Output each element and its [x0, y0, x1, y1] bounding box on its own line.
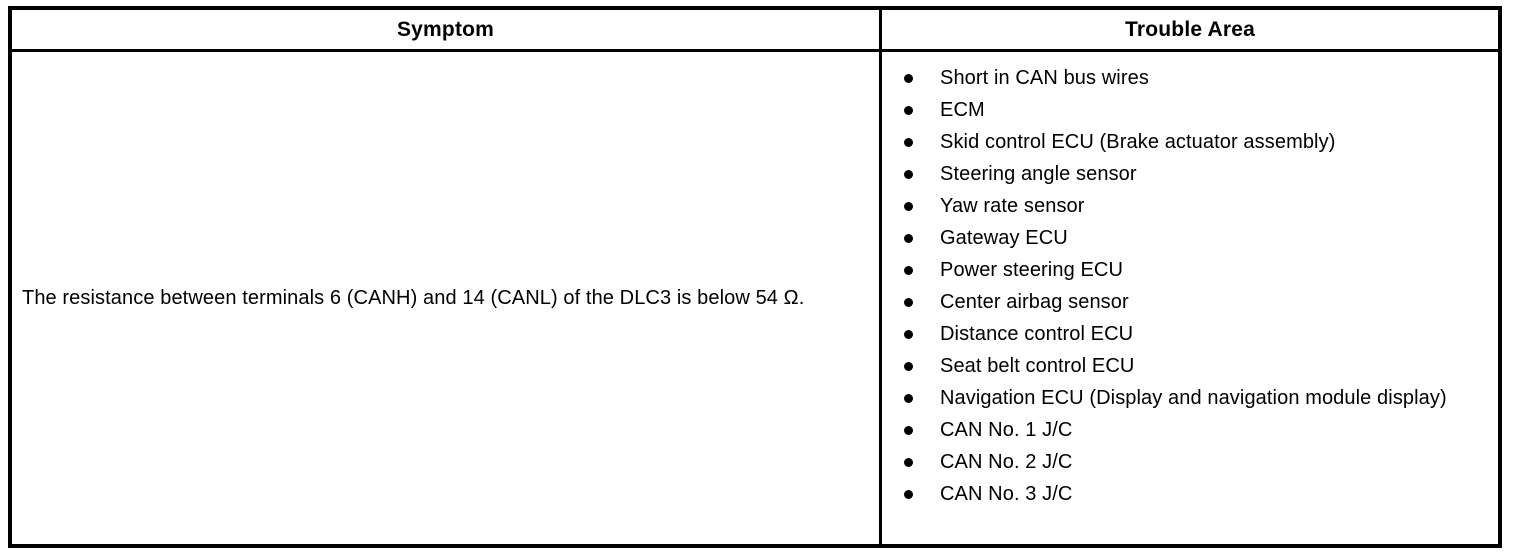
list-item-label: Distance control ECU — [940, 323, 1134, 345]
bullet-icon — [904, 170, 913, 179]
column-header-symptom: Symptom — [12, 10, 882, 49]
symptom-trouble-table: Symptom Trouble Area The resistance betw… — [8, 6, 1502, 548]
bullet-icon — [904, 394, 913, 403]
list-item: CAN No. 1 J/C — [897, 414, 1490, 446]
list-item-label: CAN No. 3 J/C — [940, 483, 1073, 505]
list-item: Yaw rate sensor — [897, 190, 1490, 222]
bullet-icon — [904, 202, 913, 211]
list-item: Short in CAN bus wires — [897, 62, 1490, 94]
bullet-icon — [904, 362, 913, 371]
bullet-icon — [904, 74, 913, 83]
list-item-label: Skid control ECU (Brake actuator assembl… — [940, 131, 1336, 153]
list-item: Power steering ECU — [897, 254, 1490, 286]
bullet-icon — [904, 266, 913, 275]
symptom-description: The resistance between terminals 6 (CANH… — [22, 286, 805, 309]
list-item: Distance control ECU — [897, 318, 1490, 350]
bullet-icon — [904, 298, 913, 307]
list-item: Gateway ECU — [897, 222, 1490, 254]
bullet-icon — [904, 490, 913, 499]
list-item-label: ECM — [940, 99, 985, 121]
list-item-label: Center airbag sensor — [940, 291, 1129, 313]
cell-trouble-area: Short in CAN bus wires ECM Skid control … — [882, 52, 1498, 544]
list-item-label: Power steering ECU — [940, 259, 1123, 281]
list-item: Seat belt control ECU — [897, 350, 1490, 382]
list-item: Navigation ECU (Display and navigation m… — [897, 382, 1490, 414]
bullet-icon — [904, 234, 913, 243]
list-item: CAN No. 3 J/C — [897, 478, 1490, 510]
bullet-icon — [904, 106, 913, 115]
list-item-label: Steering angle sensor — [940, 163, 1137, 185]
list-item-label: Navigation ECU (Display and navigation m… — [940, 387, 1447, 409]
list-item-label: Gateway ECU — [940, 227, 1068, 249]
list-item-label: Seat belt control ECU — [940, 355, 1135, 377]
trouble-area-list: Short in CAN bus wires ECM Skid control … — [897, 62, 1490, 510]
list-item-label: Short in CAN bus wires — [940, 67, 1149, 89]
cell-symptom: The resistance between terminals 6 (CANH… — [12, 52, 882, 544]
list-item: Steering angle sensor — [897, 158, 1490, 190]
bullet-icon — [904, 330, 913, 339]
table-row: The resistance between terminals 6 (CANH… — [12, 52, 1498, 544]
bullet-icon — [904, 458, 913, 467]
list-item-label: CAN No. 2 J/C — [940, 451, 1073, 473]
list-item-label: Yaw rate sensor — [940, 195, 1085, 217]
list-item-label: CAN No. 1 J/C — [940, 419, 1073, 441]
list-item: CAN No. 2 J/C — [897, 446, 1490, 478]
list-item: Skid control ECU (Brake actuator assembl… — [897, 126, 1490, 158]
bullet-icon — [904, 138, 913, 147]
list-item: ECM — [897, 94, 1490, 126]
table-header-row: Symptom Trouble Area — [12, 10, 1498, 52]
bullet-icon — [904, 426, 913, 435]
list-item: Center airbag sensor — [897, 286, 1490, 318]
column-header-trouble-area: Trouble Area — [1125, 17, 1255, 41]
